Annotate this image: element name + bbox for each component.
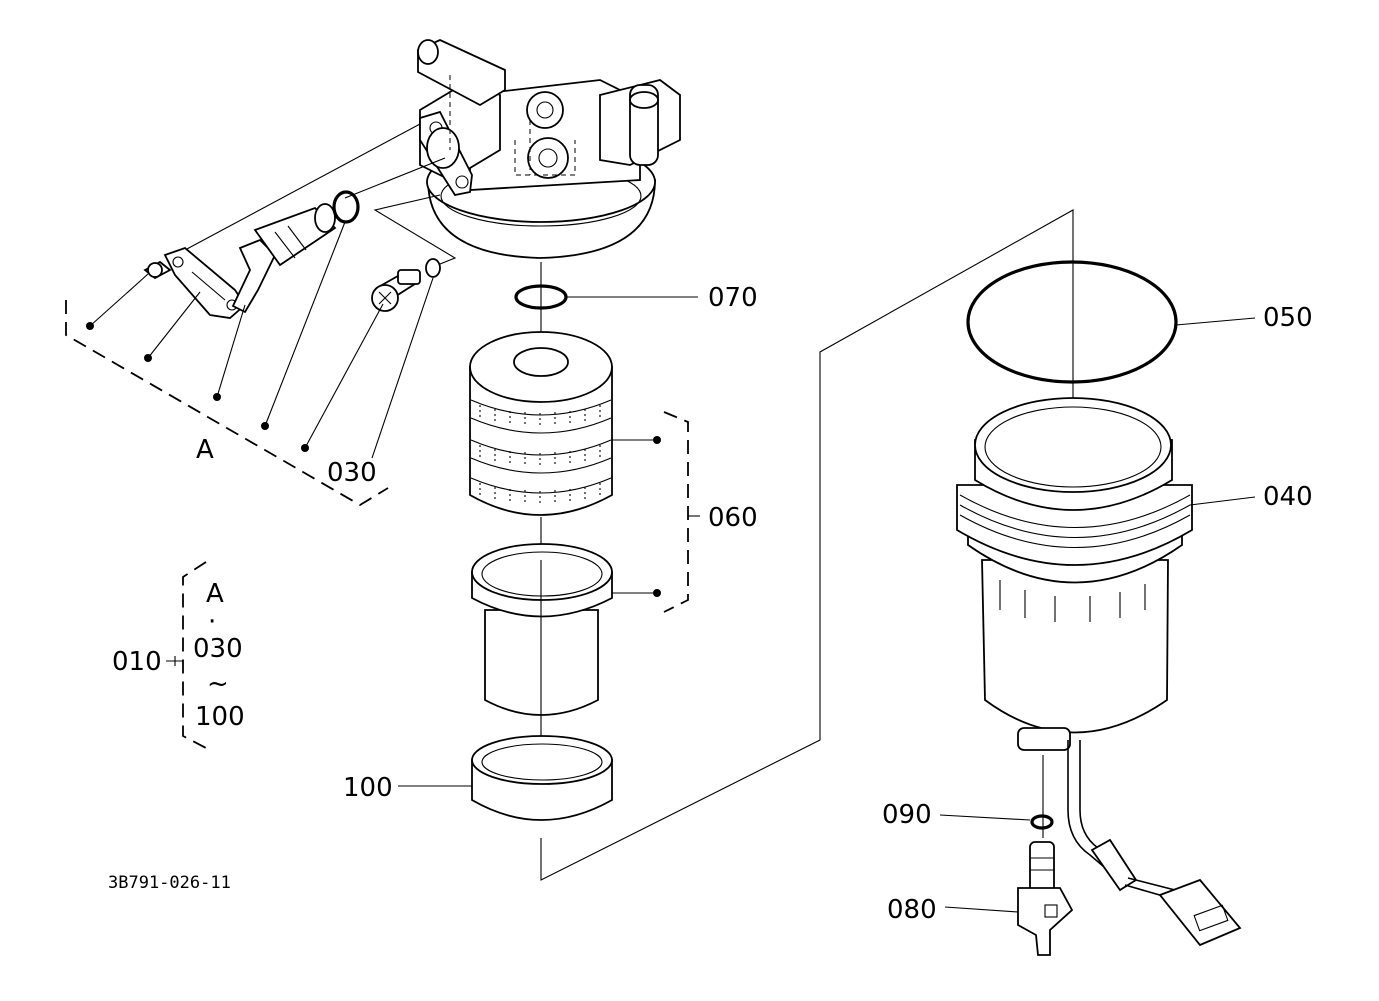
filter-head [417,39,681,282]
label-040: 040 [1263,482,1313,512]
legend-to: 100 [195,702,245,732]
label-030: 030 [327,458,377,488]
group-a-label: A [196,435,214,465]
group-a-parts [143,190,441,319]
filter-bowl [956,397,1242,947]
ring-100 [471,735,613,821]
label-090: 090 [882,800,932,830]
group-legend-010: 010 A · 030 ~ 100 [112,561,245,749]
label-080: 080 [887,895,937,925]
o-ring-050 [966,260,1178,384]
drain-plug-080 [1017,841,1074,956]
label-010: 010 [112,647,162,677]
drawing-code: 3B791-026-11 [108,873,231,893]
label-070: 070 [708,283,758,313]
o-ring-070 [514,284,568,310]
legend-range: ~ [207,669,229,699]
legend-from: 030 [193,634,243,664]
label-060: 060 [708,503,758,533]
legend-a: A [206,579,224,609]
filter-cup [471,543,613,716]
group-a-leaders [86,221,434,459]
o-ring-090 [1030,814,1054,830]
legend-separator: · [208,607,216,637]
label-100: 100 [343,773,393,803]
filter-element [469,331,613,516]
label-050: 050 [1263,303,1313,333]
